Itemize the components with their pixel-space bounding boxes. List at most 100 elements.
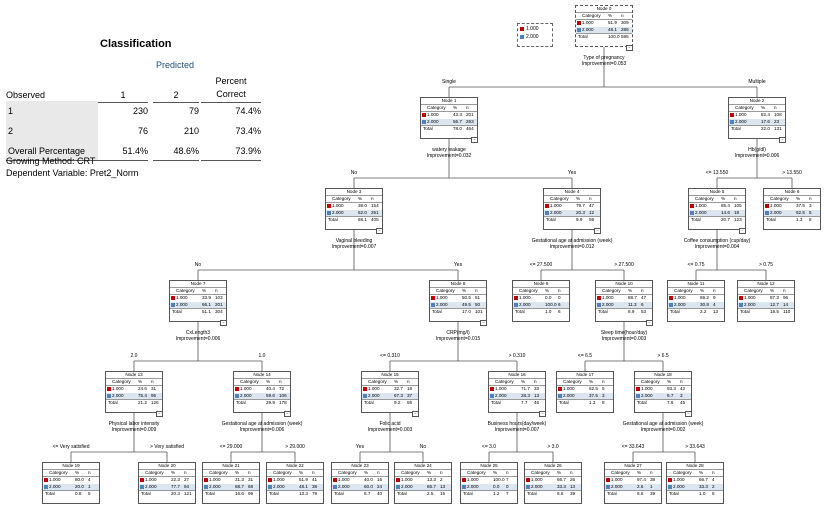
cell-v1: 230 (132, 106, 148, 116)
collapse-icon[interactable]: − (376, 228, 383, 234)
total-pct: 9.2 (394, 399, 401, 405)
split-variable: Hb(g/dl) (748, 147, 766, 153)
category-label: 1.000 (49, 477, 61, 483)
total-pct: 20.7 (721, 216, 730, 222)
category-label: 1.000 (641, 386, 653, 392)
node-header-row: Category%n (668, 287, 724, 296)
collapse-icon[interactable]: − (594, 228, 601, 234)
collapse-icon[interactable]: − (685, 411, 692, 417)
collapse-icon[interactable]: − (156, 411, 163, 417)
category-n: 7 (506, 477, 509, 483)
collapse-icon[interactable]: − (539, 411, 546, 417)
split-improvement: Improvement=0.003 (367, 427, 413, 433)
total-pct: 20.3 (171, 490, 180, 496)
collapse-icon[interactable]: − (779, 137, 786, 143)
category-label: 2.000 (49, 483, 61, 489)
category-n: 47 (589, 203, 595, 209)
blue-swatch-icon (514, 302, 518, 307)
blue-swatch-icon (171, 302, 175, 307)
col-2: 2 (153, 88, 199, 103)
node-header-row: Category%n (421, 104, 477, 113)
node-id: Node 11 (687, 281, 705, 286)
header-pct: % (235, 470, 240, 476)
total-n: 53 (641, 308, 647, 314)
collapse-icon[interactable]: − (471, 137, 478, 143)
category-label: 1.000 (531, 477, 543, 483)
total-label: Total (731, 125, 741, 131)
category-pct: 62.0 (358, 209, 367, 215)
header-pct: % (699, 470, 704, 476)
category-label: 2.000 (240, 392, 252, 398)
category-n: 33 (534, 386, 540, 392)
category-n: 68 (248, 483, 254, 489)
header-n: n (88, 470, 91, 476)
total-pct: 1.3 (589, 399, 596, 405)
collapse-icon[interactable]: − (480, 320, 487, 326)
collapse-icon[interactable]: − (412, 411, 419, 417)
branch-label: > 0.310 (508, 353, 526, 359)
category-n: 26 (570, 477, 576, 483)
category-n: 2 (712, 483, 715, 489)
node-header-row: Category%n (525, 469, 581, 478)
category-pct: 79.7 (576, 203, 585, 209)
header-n: n (650, 470, 653, 476)
collapse-icon[interactable]: − (646, 320, 653, 326)
category-label: 1.000 (427, 112, 439, 118)
category-label: 1.000 (744, 295, 756, 301)
collapse-icon[interactable]: − (626, 45, 633, 51)
total-pct: 51.1 (202, 308, 211, 314)
category-n: 286 (621, 26, 629, 32)
collapse-icon[interactable]: − (284, 411, 291, 417)
total-label: Total (607, 490, 617, 496)
total-n: 59 (589, 216, 595, 222)
blue-swatch-icon (462, 484, 466, 489)
total-label: Total (491, 399, 501, 405)
total-n: 39 (570, 490, 576, 496)
collapse-icon[interactable]: − (220, 320, 227, 326)
red-swatch-icon (558, 387, 562, 392)
total-n: 110 (783, 308, 791, 314)
branch-label: <= 27.500 (529, 262, 553, 268)
category-pct: 37.5 (589, 392, 598, 398)
collapse-icon[interactable]: − (739, 228, 746, 234)
header-pct: % (202, 288, 207, 294)
category-pct: 38.0 (358, 203, 367, 209)
